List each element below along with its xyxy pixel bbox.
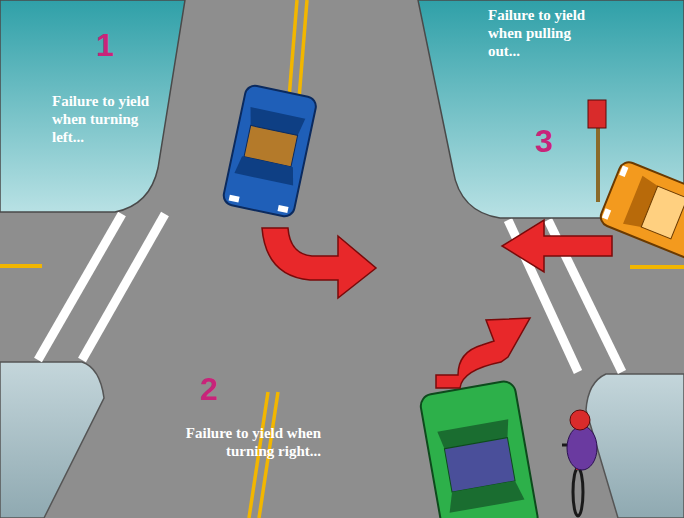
car-body [419, 380, 540, 518]
cyclist [562, 410, 597, 516]
callout-number: 2 [200, 372, 240, 406]
car-window [247, 107, 306, 136]
crosswalk-stripe [38, 214, 122, 360]
corner-outline [0, 0, 185, 212]
bike-frame [576, 440, 580, 470]
callout-number: 3 [535, 124, 575, 158]
car-window [234, 156, 296, 186]
right-turn-arrow [436, 318, 530, 388]
car-window [437, 419, 511, 449]
bike-handlebar [562, 444, 596, 447]
rider-helmet [570, 410, 590, 430]
callout-number: 1 [96, 28, 136, 62]
corner-outline [418, 0, 684, 218]
callout-text: Failure to yield when turning right... [165, 424, 321, 460]
center-line [0, 264, 42, 268]
car-window [446, 480, 524, 513]
rider-body [567, 426, 597, 470]
corner-callout: Failure to yield when pulling out... 3 [415, 0, 684, 222]
callout-text: Failure to yield when pulling out... [488, 6, 606, 60]
sidewalk-corner [586, 374, 684, 518]
sidewalk-corner [0, 362, 104, 518]
left-turn-arrow [262, 228, 376, 298]
center-line [630, 265, 684, 269]
blue-car [222, 84, 318, 218]
corner-callout: 1Failure to yield when turning left... [0, 0, 190, 215]
straight-arrow [502, 220, 612, 272]
crosswalk-stripe [82, 214, 165, 360]
center-line [292, 0, 307, 185]
turn-arrows [262, 220, 612, 388]
headlight [278, 205, 289, 213]
crosswalk-stripe [548, 220, 622, 372]
green-car [419, 380, 540, 518]
car-body [222, 84, 318, 218]
bike-wheel [573, 468, 583, 516]
car-roof [444, 438, 515, 492]
crosswalk-stripe [508, 220, 578, 372]
callout-text: Failure to yield when turning left... [52, 92, 170, 146]
headlight [229, 195, 240, 203]
car-roof [244, 125, 298, 166]
